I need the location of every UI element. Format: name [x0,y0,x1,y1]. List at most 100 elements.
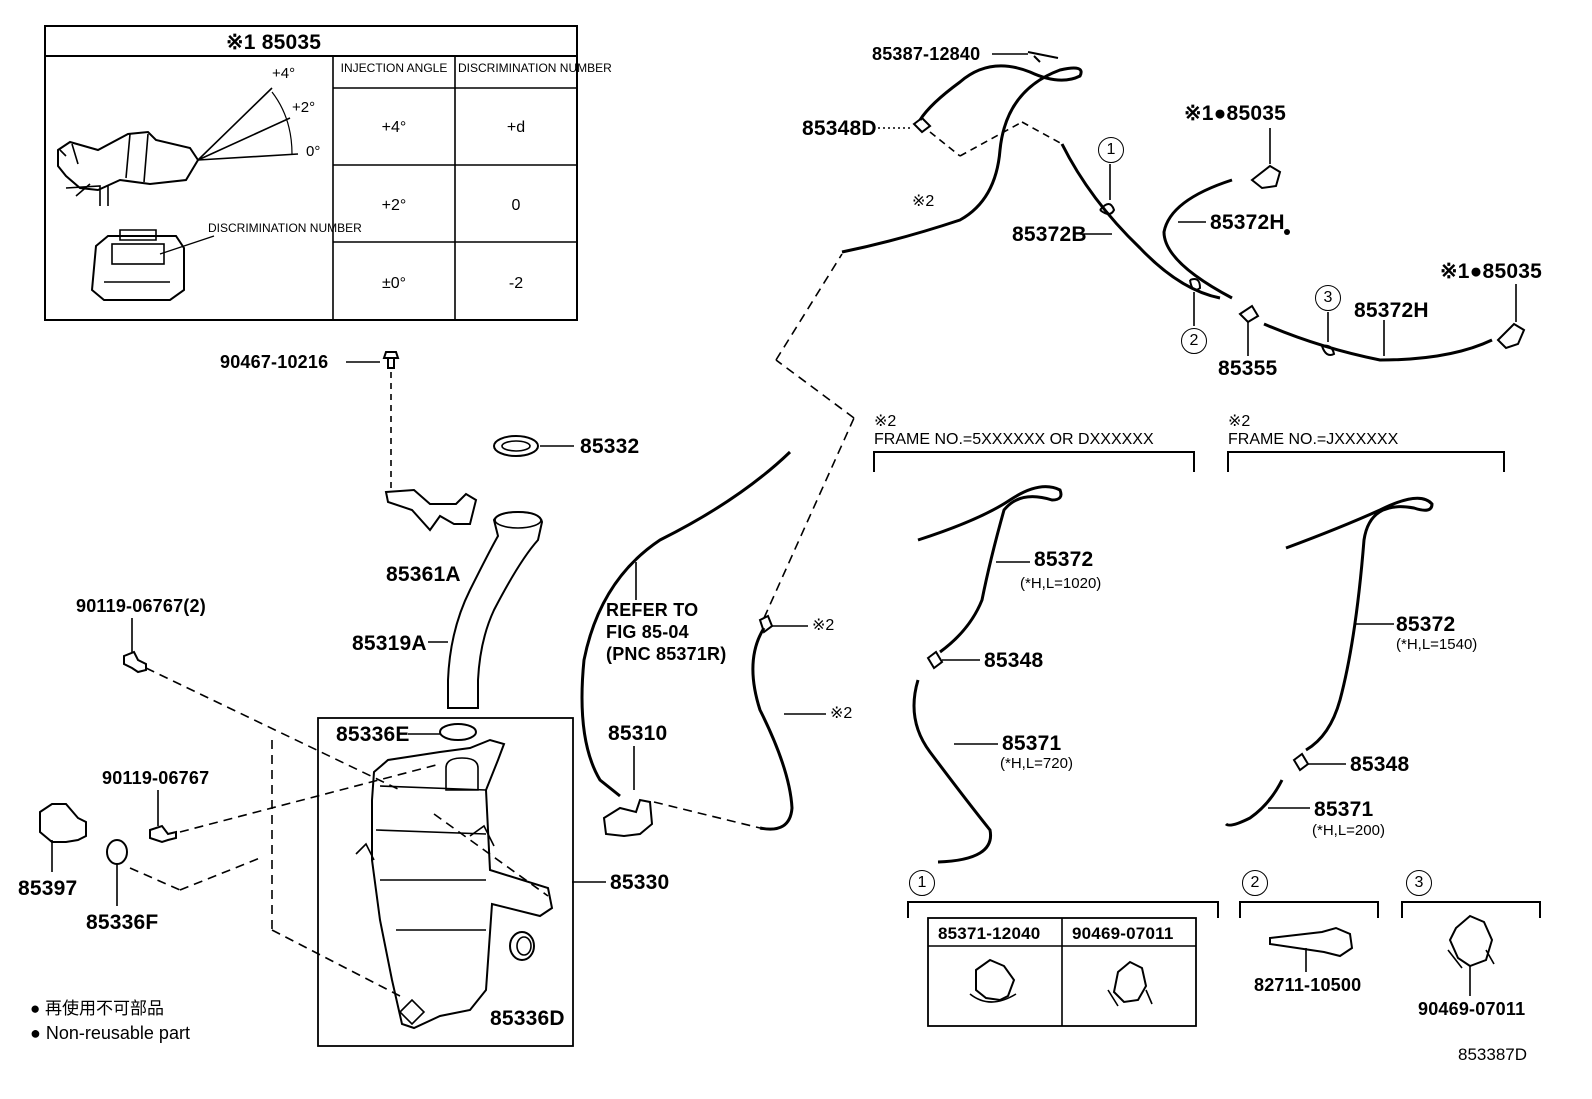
diagram-id: 853387D [1458,1045,1528,1064]
nozzle-85035-b [1496,322,1526,350]
legend-line-2: ● Non-reusable part [30,1023,190,1043]
label-85348D: 85348D [802,117,877,140]
label-85310: 85310 [608,722,668,745]
hose-top-main [841,64,1083,254]
clamp-82711 [1269,926,1354,958]
label-85372H-a: 85372H [1210,211,1285,234]
detail1-number: 1 [909,870,935,896]
label-85397: 85397 [18,877,78,900]
angle-line-2 [197,117,291,161]
clip-85371-12040 [975,958,1016,1002]
frame-right-bracket [1227,451,1505,472]
row3-number: -2 [508,275,524,292]
label-85387-12840: 85387-12840 [872,44,981,64]
detail3-bracket [1401,901,1541,918]
label-85361A: 85361A [386,563,461,586]
frame-left-mark: ※2 [874,413,897,430]
col-injection-header: INJECTION ANGLE [340,61,448,75]
note-85372-right: (*H,L=1540) [1396,636,1478,653]
label-85348-right: 85348 [1350,753,1410,776]
label-85372-right: 85372 [1396,613,1456,636]
disc-body-sketch [90,235,185,301]
frame-left-bracket [873,451,1195,472]
clip-90469-a [1112,960,1148,1004]
angle-label-2: +2° [292,99,316,116]
hose-85371-left [912,679,993,864]
inset-title: ※1 85035 [226,31,322,54]
hose-85372-left [917,485,1063,654]
tank-85330 [371,738,554,1030]
grommet-85336F [106,839,128,865]
filler-neck-85319A [447,510,544,709]
hose-85372-right [1285,496,1434,752]
row2-angle: +2° [381,197,407,214]
row2-number: 0 [511,197,521,214]
label-85372-left: 85372 [1034,548,1094,571]
bolt-90119-a [123,650,147,674]
label-85371-left: 85371 [1002,732,1062,755]
hose-2-left [751,627,794,831]
label-90467-10216: 90467-10216 [220,352,329,372]
hose-85371-right [1224,779,1284,827]
bolt-90467 [382,351,400,369]
angle-line-0 [197,153,299,161]
detail1-bracket [907,901,1219,918]
label-85035-a: ※1●85035 [1184,102,1286,125]
clip-90469-b [1448,914,1494,968]
label-85348-left: 85348 [984,649,1044,672]
angle-label-0: 0° [306,143,321,160]
pump-85310 [602,798,654,838]
nozzle-sketch [57,130,200,192]
label-90119-06767: 90119-06767 [102,768,210,788]
label-85336F: 85336F [86,911,159,934]
detail1-part-b: 90469-07011 [1072,924,1174,943]
label-85336E: 85336E [336,723,410,746]
pump-motor-85397 [39,803,87,843]
disc-number-label: DISCRIMINATION NUMBER [208,221,362,235]
label-85330: 85330 [610,871,670,894]
label-85372B: 85372B [1012,223,1087,246]
cap-85332 [493,435,539,457]
hose-85372H-b [1263,322,1493,362]
callout-3: 3 [1315,285,1341,311]
grommet-85336D [509,931,535,961]
label-85319A: 85319A [352,632,427,655]
note-85371-right: (*H,L=200) [1312,822,1385,839]
inset-box [44,25,578,321]
label-85371-right: 85371 [1314,798,1374,821]
label-85336D: 85336D [490,1007,565,1030]
nozzle-85035-a [1250,164,1282,190]
row1-angle: +4° [381,119,407,136]
label-85372H-b: 85372H [1354,299,1429,322]
frame-left-title: FRAME NO.=5XXXXXX OR DXXXXXX [874,431,1154,448]
label-85332: 85332 [580,435,640,458]
mark2-label-c: ※2 [912,193,935,210]
mark2-label-a: ※2 [812,617,835,634]
frame-right-mark: ※2 [1228,413,1251,430]
detail1-part-a: 85371-12040 [938,924,1041,943]
bolt-90119-b [149,824,177,844]
connector-85355 [1238,304,1260,324]
hose-85372H-a [1162,178,1233,300]
hose-refer [580,450,792,798]
refer-line-2: FIG 85-04 [606,622,689,642]
col-discrimination-header: DISCRIMINATION NUMBER [458,61,612,75]
mark2-label-b: ※2 [830,705,853,722]
callout-2: 2 [1181,328,1207,354]
hose-tip-dot [1284,229,1290,235]
label-90469-07011: 90469-07011 [1418,999,1526,1019]
legend-line-1: ● 再使用不可部品 [30,999,164,1018]
detail2-bracket [1239,901,1379,918]
angle-line-4 [197,87,273,161]
angle-label-4: +4° [272,65,296,82]
refer-line-3: (PNC 85371R) [606,644,727,664]
note-85372-left: (*H,L=1020) [1020,575,1102,592]
label-90119-06767-2: 90119-06767(2) [76,596,206,616]
label-82711-10500: 82711-10500 [1254,975,1362,995]
detail3-number: 3 [1406,870,1432,896]
row1-number: +d [506,119,526,136]
label-85035-b: ※1●85035 [1440,260,1542,283]
grommet-85336E [439,723,477,741]
bracket-85361A [384,488,478,532]
